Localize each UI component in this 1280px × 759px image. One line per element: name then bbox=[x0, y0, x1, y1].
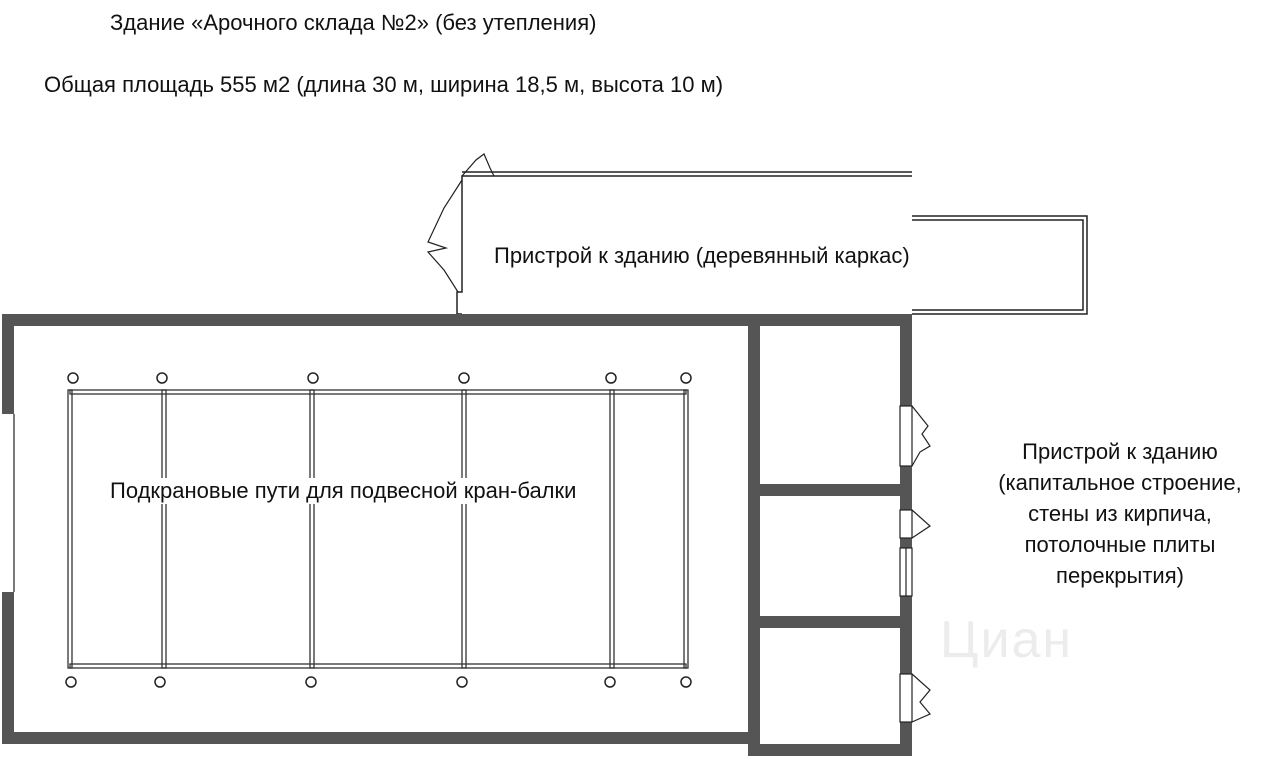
brick-annex-label-line: Пристрой к зданию bbox=[1022, 439, 1218, 464]
wood-annex-walls bbox=[456, 171, 1088, 315]
brick-annex-walls bbox=[748, 314, 912, 756]
brick-annex-label-line: стены из кирпича, bbox=[1028, 501, 1212, 526]
brick-annex-label: Пристрой к зданию (капитальное строение,… bbox=[960, 436, 1280, 591]
diagram-title: Здание «Арочного склада №2» (без утеплен… bbox=[110, 10, 597, 35]
main-building-walls bbox=[2, 314, 760, 744]
door-swing-annex bbox=[426, 153, 495, 293]
brick-annex-label-line: потолочные плиты bbox=[1024, 532, 1216, 557]
brick-annex-label-line: (капитальное строение, bbox=[998, 470, 1242, 495]
wood-annex-label: Пристрой к зданию (деревянный каркас) bbox=[494, 243, 910, 268]
brick-annex-doors bbox=[899, 405, 931, 723]
watermark-logo: Циан bbox=[940, 611, 1074, 669]
crane-columns bbox=[65, 372, 692, 688]
crane-label: Подкрановые пути для подвесной кран-балк… bbox=[110, 478, 577, 505]
brick-annex-label-line: перекрытия) bbox=[1056, 563, 1184, 588]
crane-rails bbox=[67, 389, 689, 669]
diagram-subtitle: Общая площадь 555 м2 (длина 30 м, ширина… bbox=[44, 72, 724, 97]
